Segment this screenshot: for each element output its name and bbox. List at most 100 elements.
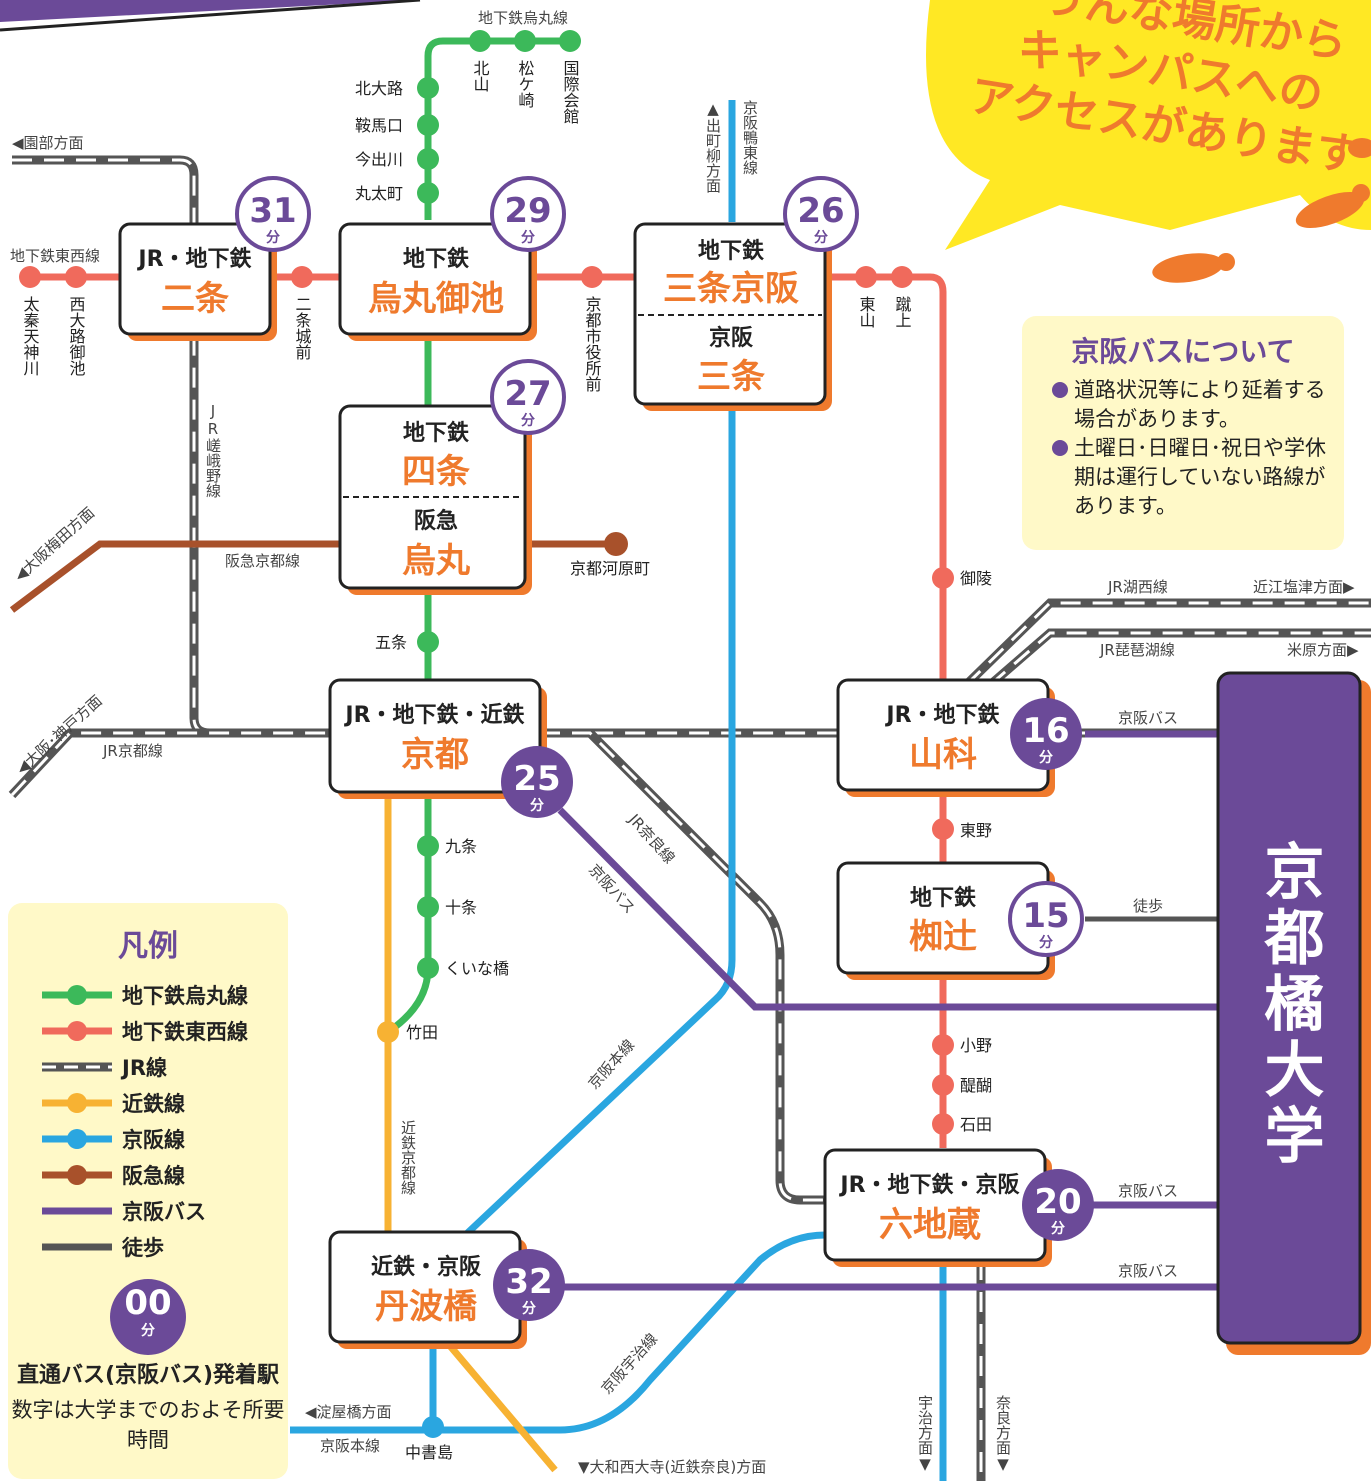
svg-text:蹴上: 蹴上 (893, 296, 912, 328)
bus-note-item: 土曜日･日曜日･祝日や学休期は運行していない路線があります。 (1044, 434, 1330, 521)
svg-text:地下鉄: 地下鉄 (403, 420, 469, 446)
svg-text:JR京都線: JR京都線 (102, 742, 163, 760)
legend-label: 京阪バス (122, 1200, 206, 1224)
legend-swatch (40, 1129, 114, 1149)
svg-text:阪急: 阪急 (414, 508, 458, 534)
svg-text:JR琵琶湖線: JR琵琶湖線 (1099, 641, 1175, 659)
svg-text:太秦天神川: 太秦天神川 (21, 296, 40, 376)
speech-balloon: うんな場所から キャンパスへの アクセスがあります (926, 0, 1371, 283)
legend-swatch (40, 1093, 114, 1113)
svg-text:分: 分 (814, 230, 828, 246)
legend-label: 京阪線 (122, 1128, 185, 1152)
legend-label: 地下鉄烏丸線 (122, 984, 248, 1008)
legend-swatch (40, 1165, 114, 1185)
legend-label: 近鉄線 (122, 1092, 185, 1116)
bus-note-heading: 京阪バスについて (1071, 335, 1295, 368)
legend-swatch (40, 1057, 114, 1077)
svg-text:北大路: 北大路 (355, 79, 403, 98)
legend-swatch (40, 985, 114, 1005)
legend-label: 徒歩 (122, 1236, 164, 1260)
station-yamashina[interactable]: JR・地下鉄 山科 16 分 (836, 678, 1082, 797)
bus-note-panel: 京阪バスについて 道路状況等により延着する場合があります。 土曜日･日曜日･祝日… (1022, 316, 1344, 550)
minutes-rokujizo: 20 (1034, 1182, 1081, 1222)
university-box[interactable]: 京都橘大学 (1216, 671, 1371, 1355)
station-rokujizo[interactable]: JR・地下鉄・京阪 六地蔵 20 分 (823, 1148, 1094, 1267)
svg-text:京阪バス: 京阪バス (1118, 709, 1178, 727)
svg-text:二条城前: 二条城前 (293, 296, 312, 361)
svg-text:▲出町柳方面: ▲出町柳方面 (704, 100, 722, 193)
svg-text:分: 分 (266, 230, 280, 246)
legend-item: 徒歩 (8, 1229, 288, 1265)
station-sanjo[interactable]: 地下鉄 三条京阪 京阪 三条 26 分 (633, 176, 859, 411)
station-natsumetsuji-name: 椥辻 (909, 917, 977, 957)
svg-text:丸太町: 丸太町 (355, 184, 403, 203)
svg-text:石田: 石田 (960, 1115, 992, 1134)
svg-text:京都市役所前: 京都市役所前 (583, 296, 602, 393)
svg-text:東山: 東山 (857, 296, 876, 328)
svg-text:京阪鴨東線: 京阪鴨東線 (741, 100, 759, 175)
bullet-icon (1052, 440, 1068, 456)
minutes-nijo: 31 (249, 191, 296, 231)
station-nijo-top: JR・地下鉄 (136, 246, 251, 272)
svg-text:宇治方面▼: 宇治方面▼ (916, 1395, 934, 1473)
svg-text:JR・地下鉄・京阪: JR・地下鉄・京阪 (838, 1172, 1019, 1198)
svg-text:近鉄京都線: 近鉄京都線 (399, 1120, 417, 1195)
jr-nara-line (540, 728, 986, 1481)
station-tambabashi[interactable]: 近鉄・京阪 丹波橋 32 分 (328, 1230, 565, 1349)
bullet-icon (1052, 382, 1068, 398)
svg-text:五条: 五条 (375, 633, 407, 652)
station-nijo-name: 二条 (161, 279, 229, 319)
legend-swatch (40, 1201, 114, 1221)
svg-text:竹田: 竹田 (406, 1023, 438, 1042)
bus-routes (557, 730, 1220, 1291)
svg-text:中書島: 中書島 (405, 1443, 453, 1462)
legend-item: JR線 (8, 1049, 288, 1085)
svg-text:京阪バス: 京阪バス (585, 861, 639, 918)
svg-text:今出川: 今出川 (355, 150, 403, 169)
kintetsu-line (384, 795, 558, 1473)
svg-text:京阪バス: 京阪バス (1118, 1262, 1178, 1280)
footprint-icon (1152, 138, 1371, 283)
station-kyoto-name: 京都 (401, 735, 469, 775)
svg-text:奈良方面▼: 奈良方面▼ (994, 1395, 1012, 1473)
legend-label: 阪急線 (122, 1164, 185, 1188)
svg-text:京阪宇治線: 京阪宇治線 (598, 1330, 662, 1398)
station-kyoto[interactable]: JR・地下鉄・近鉄 京都 25 分 (328, 678, 573, 818)
svg-text:京阪バス: 京阪バス (1118, 1182, 1178, 1200)
station-karasuma-oike-name: 烏丸御池 (368, 279, 504, 319)
svg-text:JR・地下鉄: JR・地下鉄 (884, 702, 999, 728)
svg-text:分: 分 (530, 798, 544, 814)
legend-swatch (40, 1021, 114, 1041)
svg-text:くいな橋: くいな橋 (445, 959, 509, 978)
svg-text:徒歩: 徒歩 (1133, 897, 1163, 915)
svg-text:十条: 十条 (445, 898, 477, 917)
svg-text:◀淀屋橋方面: ◀淀屋橋方面 (305, 1403, 392, 1421)
minutes-yamashina: 16 (1022, 711, 1069, 751)
station-shijo-name: 四条 (402, 452, 470, 492)
legend-label: JR線 (122, 1056, 167, 1080)
svg-text:分: 分 (521, 413, 535, 429)
station-natsumetsuji[interactable]: 地下鉄 椥辻 15 分 (836, 861, 1084, 980)
station-karasuma-oike[interactable]: 地下鉄 烏丸御池 29 分 (338, 176, 566, 341)
svg-text:松ケ崎: 松ケ崎 (516, 60, 535, 108)
svg-text:地下鉄東西線: 地下鉄東西線 (10, 247, 100, 265)
svg-text:地下鉄烏丸線: 地下鉄烏丸線 (478, 9, 568, 27)
svg-text:醍醐: 醍醐 (960, 1076, 992, 1095)
svg-text:JR嵯峨野線: JR嵯峨野線 (204, 402, 222, 498)
svg-text:▼大和西大寺(近鉄奈良)方面: ▼大和西大寺(近鉄奈良)方面 (578, 1458, 766, 1476)
svg-text:京都河原町: 京都河原町 (570, 559, 650, 578)
svg-text:北山: 北山 (471, 60, 490, 92)
svg-text:地下鉄: 地下鉄 (910, 885, 976, 911)
station-nijo[interactable]: JR・地下鉄 二条 31 分 (118, 176, 311, 341)
svg-text:近江塩津方面▶: 近江塩津方面▶ (1253, 578, 1355, 596)
svg-text:地下鉄: 地下鉄 (403, 246, 469, 272)
legend-caption-2: 数字は大学までのおよそ所要時間 (11, 1398, 285, 1452)
station-shijo[interactable]: 地下鉄 四条 阪急 烏丸 27 分 (338, 359, 566, 595)
svg-text:◀大阪梅田方面: ◀大阪梅田方面 (11, 504, 99, 585)
minutes-kyoto: 25 (513, 759, 560, 799)
svg-text:◀園部方面: ◀園部方面 (12, 134, 84, 152)
legend-minutes-badge: 00 分 (110, 1279, 186, 1355)
header-strip (0, 0, 420, 22)
svg-text:鞍馬口: 鞍馬口 (355, 116, 403, 135)
